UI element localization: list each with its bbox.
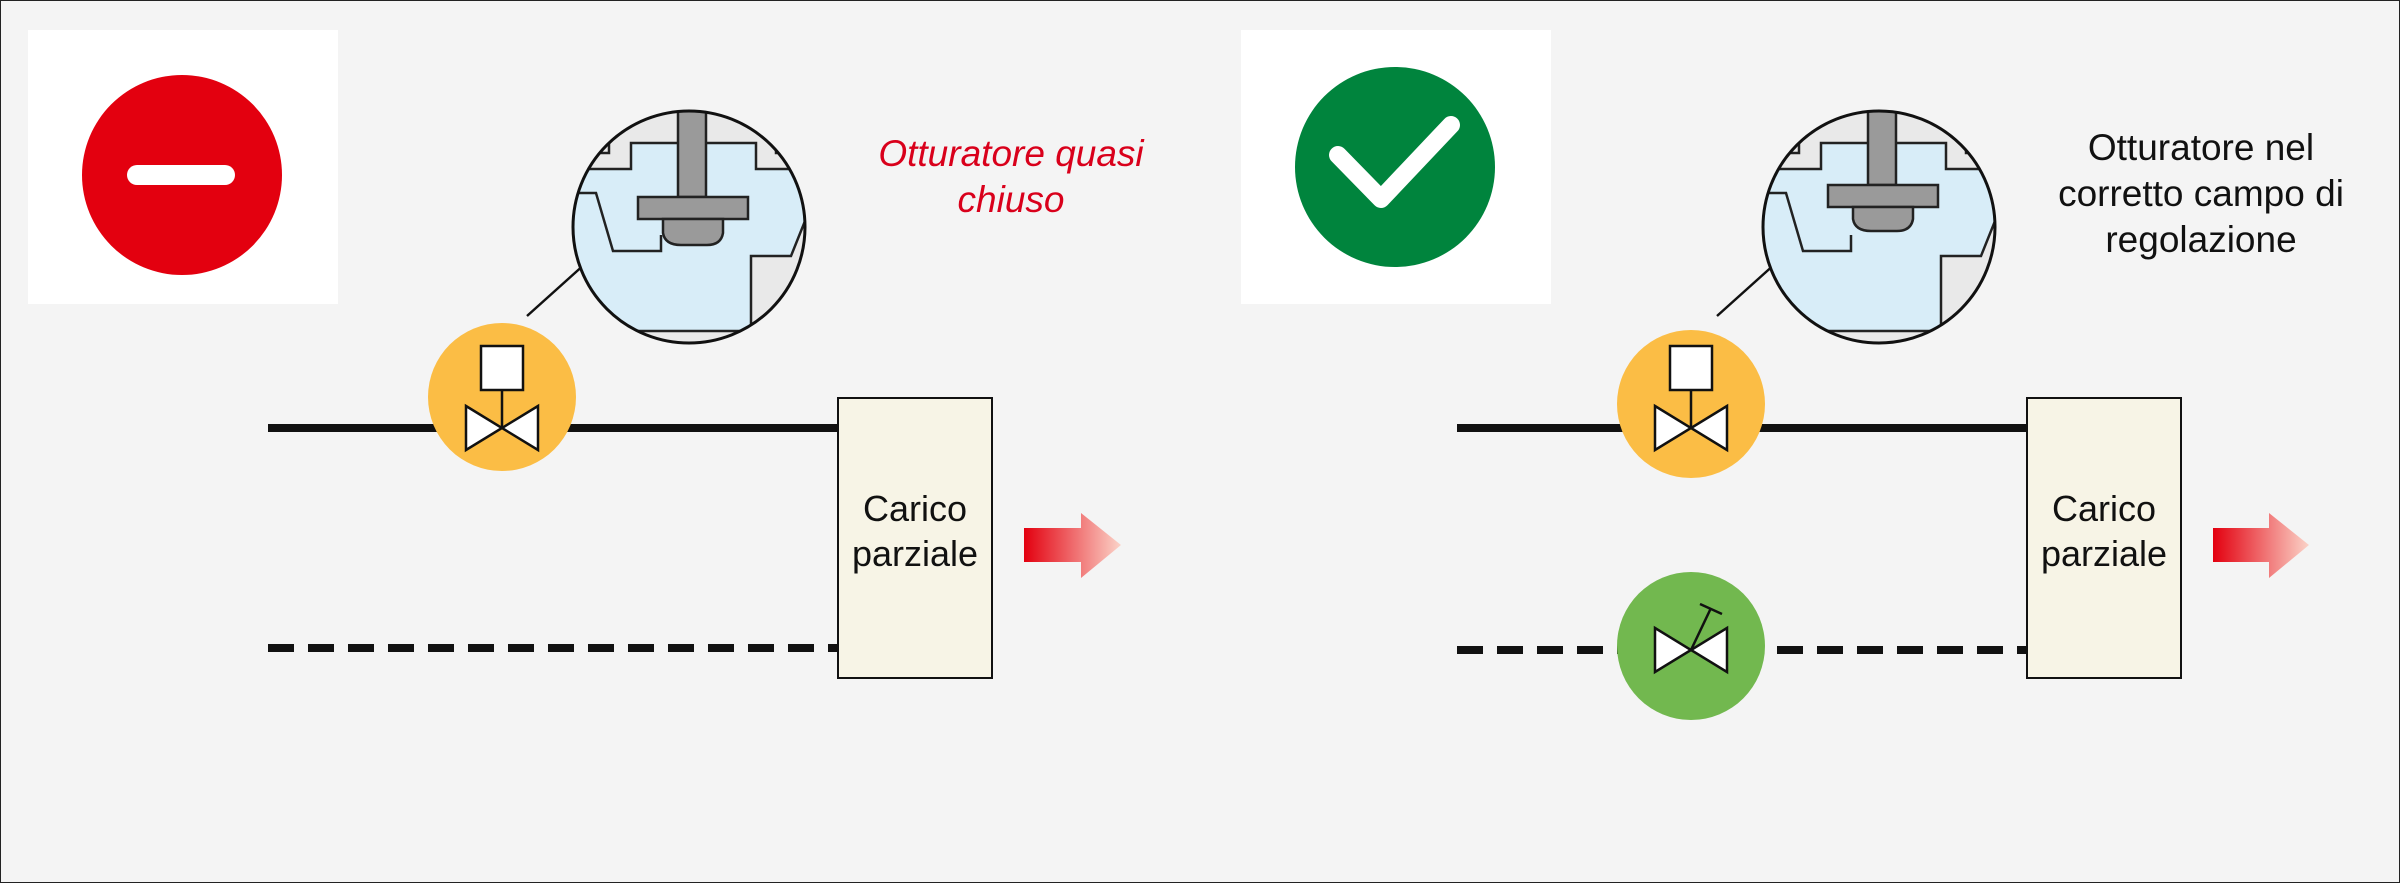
two-way-control-valve-icon [428, 323, 576, 471]
two-way-control-valve-icon [1617, 330, 1765, 478]
caption-line-2: corretto campo di [2058, 173, 2344, 214]
caption-line-2: chiuso [957, 179, 1065, 220]
caption-correct: Otturatore nel corretto campo di regolaz… [2021, 125, 2381, 263]
checkmark-icon [1295, 67, 1495, 267]
balancing-valve-icon [1617, 572, 1765, 720]
panel-incorrect: Carico parziale [28, 30, 1121, 679]
load-label-line-1: Carico [2052, 488, 2156, 529]
caption-line-3: regolazione [2105, 219, 2297, 260]
caption-line-1: Otturatore nel [2087, 127, 2315, 168]
arrow-right-icon [2213, 513, 2309, 578]
arrow-right-icon [1024, 513, 1121, 578]
load-label-line-1: Carico [863, 488, 967, 529]
minus-icon [82, 75, 282, 275]
partial-load-box: Carico parziale [837, 397, 993, 679]
load-label-line-2: parziale [852, 533, 978, 574]
caption-line-1: Otturatore quasi [878, 133, 1144, 174]
callout-line [526, 262, 587, 317]
callout-line [1716, 262, 1777, 317]
valve-detail-magnifier [1761, 109, 1997, 345]
caption-incorrect: Otturatore quasi chiuso [831, 131, 1191, 223]
valve-detail-magnifier [571, 109, 807, 345]
partial-load-box: Carico parziale [2026, 397, 2182, 679]
load-label-line-2: parziale [2041, 533, 2167, 574]
panel-correct: Carico parziale [1241, 30, 2309, 720]
